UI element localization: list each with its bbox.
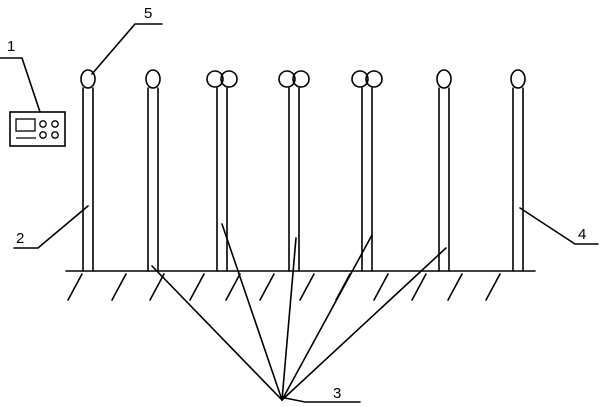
ground-hatching (67, 273, 501, 301)
label-1: 1 (7, 38, 15, 55)
pole-1 (80, 69, 96, 272)
leader-line-5 (91, 23, 163, 75)
ground-rod-1 (151, 265, 283, 401)
leader-line-2 (13, 205, 89, 249)
knob-icon (51, 120, 59, 128)
label-3: 3 (333, 385, 341, 402)
lamp-single-icon (145, 69, 161, 89)
pole-2 (145, 69, 161, 272)
lamp-single-icon (80, 69, 96, 89)
controller-box (9, 111, 66, 147)
pole-6 (436, 69, 452, 272)
lamp-double-right-icon (365, 70, 383, 88)
lamp-double-left-icon (206, 70, 224, 88)
knob-icon (39, 131, 47, 139)
leader-line-4 (519, 207, 599, 245)
screen-icon (15, 118, 36, 132)
label-2: 2 (16, 230, 24, 247)
pole-7 (510, 69, 526, 272)
label-5: 5 (144, 5, 152, 22)
lamp-double-left-icon (278, 70, 296, 88)
knob-icon (39, 120, 47, 128)
ground-rod-4 (281, 234, 373, 401)
ground-rods (151, 223, 447, 401)
ground-rod-3 (281, 237, 297, 401)
leader-line-1 (0, 57, 41, 113)
leader-line-3 (284, 397, 361, 403)
lamp-double-left-icon (351, 70, 369, 88)
knob-icon (51, 131, 59, 139)
ground-rod-2 (221, 223, 283, 401)
lamp-double-right-icon (220, 70, 238, 88)
label-4: 4 (578, 226, 586, 243)
ground-rod-5 (281, 247, 447, 401)
lamp-single-icon (436, 69, 452, 89)
pole-5 (351, 70, 383, 272)
pole-4 (278, 70, 310, 272)
lamp-single-icon (510, 69, 526, 89)
controller-housing (9, 111, 66, 147)
lamp-double-right-icon (292, 70, 310, 88)
pole-3 (206, 70, 238, 272)
